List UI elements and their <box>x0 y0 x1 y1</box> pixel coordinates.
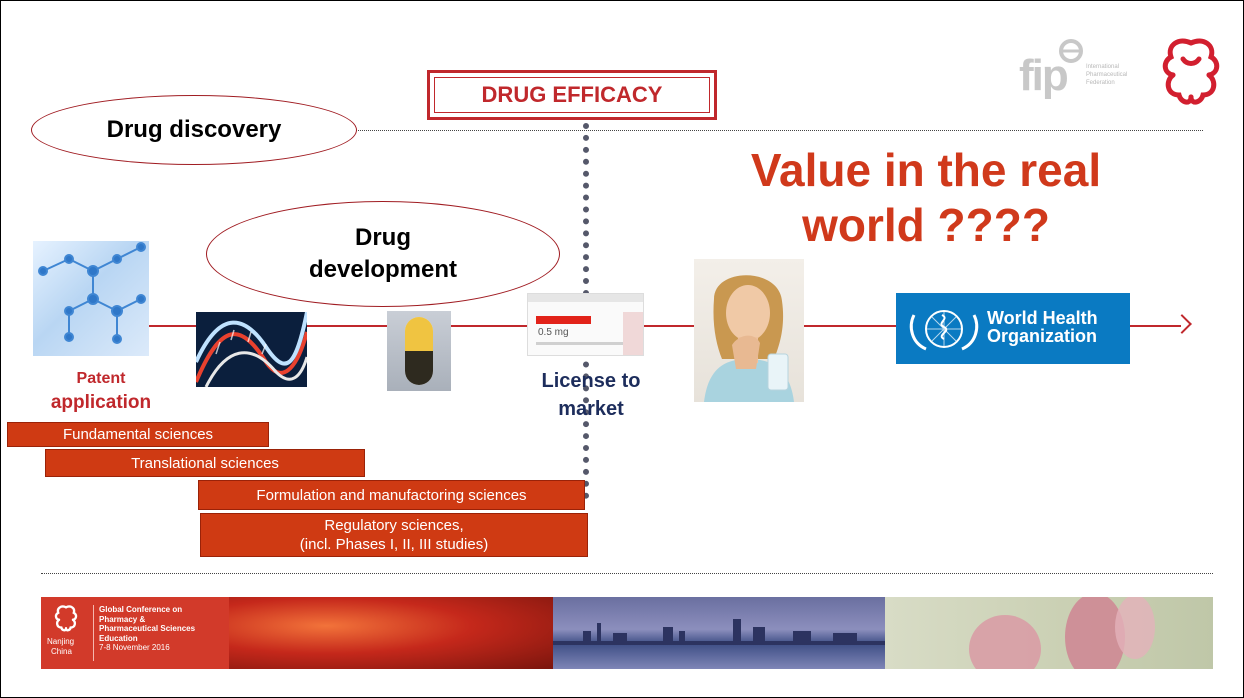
regulatory-sciences-bar: Regulatory sciences, (incl. Phases I, II… <box>200 513 588 557</box>
drug-efficacy-label: DRUG EFFICACY <box>434 77 710 113</box>
formulation-sciences-label: Formulation and manufactoring sciences <box>256 486 527 504</box>
timeline-line <box>141 325 1181 327</box>
translational-sciences-label: Translational sciences <box>131 454 279 472</box>
banner-flower-image <box>885 597 1213 669</box>
fip-sub-3: Federation <box>1086 80 1115 86</box>
fip-logo-text: fip <box>1019 51 1069 100</box>
patent-label: Patent application <box>21 369 181 417</box>
fip-logo: fip International Pharmaceutical Federat… <box>1019 39 1159 105</box>
license-label: License to market <box>511 367 671 423</box>
who-logo: World Health Organization <box>896 293 1130 364</box>
formulation-sciences-bar: Formulation and manufactoring sciences <box>198 480 585 510</box>
top-divider <box>356 130 1203 131</box>
molecule-image <box>33 241 149 356</box>
package-dose: 0.5 mg <box>538 327 569 338</box>
woman-taking-pill-image <box>694 259 804 402</box>
drug-efficacy-box: DRUG EFFICACY <box>427 70 717 120</box>
drug-discovery-label: Drug discovery <box>106 116 282 143</box>
congress-emblem-logo <box>1161 37 1221 109</box>
bottom-divider <box>41 573 1213 574</box>
who-name-2: Organization <box>987 326 1098 346</box>
dna-image <box>196 312 307 387</box>
fip-logo-subtitle: International Pharmaceutical Federation <box>1086 63 1127 87</box>
translational-sciences-bar: Translational sciences <box>45 449 365 477</box>
regulatory-sciences-label-2: (incl. Phases I, II, III studies) <box>299 536 489 553</box>
banner-country: China <box>51 647 72 656</box>
banner-skyline-image <box>553 597 885 669</box>
capsule-image <box>387 311 451 391</box>
drug-package-image: 0.5 mg <box>527 293 644 356</box>
conference-banner: Nanjing China Global Conference on Pharm… <box>41 597 1213 669</box>
fundamental-sciences-bar: Fundamental sciences <box>7 422 269 447</box>
banner-line-2: Pharmacy & <box>99 614 146 624</box>
fip-sub-1: International <box>1086 64 1120 70</box>
fip-sub-2: Pharmaceutical <box>1086 72 1128 78</box>
fundamental-sciences-label: Fundamental sciences <box>62 426 214 443</box>
banner-text: Global Conference on Pharmacy & Pharmace… <box>99 605 195 653</box>
timeline-arrow-icon <box>1172 314 1192 334</box>
license-label-2: market <box>558 398 624 420</box>
who-name: World Health Organization <box>987 309 1098 345</box>
regulatory-sciences-label-1: Regulatory sciences, <box>324 517 464 534</box>
headline-line-2: world ???? <box>802 199 1050 251</box>
banner-line-4: Education <box>99 633 138 643</box>
banner-emblem-icon <box>54 605 78 632</box>
patent-label-2: application <box>50 392 152 413</box>
banner-lantern-image <box>229 597 553 669</box>
banner-dates: 7-8 November 2016 <box>99 643 170 652</box>
banner-line-3: Pharmaceutical Sciences <box>99 624 196 633</box>
drug-development-label-2: development <box>308 256 458 283</box>
who-emblem-icon <box>906 305 982 353</box>
drug-development-ellipse: Drug development <box>206 201 560 307</box>
banner-red-panel: Nanjing China Global Conference on Pharm… <box>41 597 229 669</box>
who-name-1: World Health <box>987 308 1098 328</box>
headline-line-1: Value in the real <box>750 144 1102 196</box>
banner-city: Nanjing <box>47 637 75 646</box>
banner-line-1: Global Conference on <box>99 605 183 614</box>
drug-development-label-1: Drug <box>355 224 411 251</box>
drug-discovery-ellipse: Drug discovery <box>31 95 357 165</box>
license-label-1: License to <box>541 370 641 392</box>
patent-label-1: Patent <box>76 370 126 387</box>
headline: Value in the real world ???? <box>711 143 1141 253</box>
